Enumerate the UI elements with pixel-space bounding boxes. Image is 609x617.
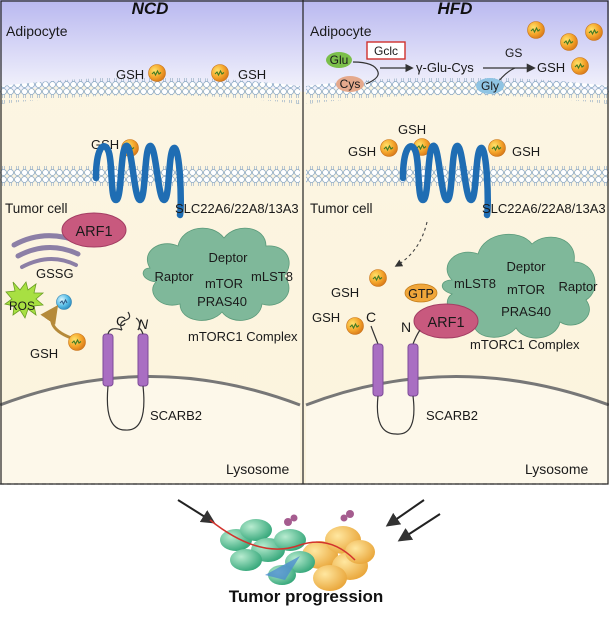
- gsh-sphere-icon: [368, 268, 388, 288]
- ros-burst-icon: [4, 281, 45, 319]
- hfd-raptor-label: Raptor: [558, 279, 598, 294]
- cys-pill: [336, 76, 364, 92]
- hfd-pras40-label: PRAS40: [501, 304, 551, 319]
- slc-transporter-hfd: [399, 142, 491, 219]
- gly-pill: [476, 78, 504, 94]
- scarb2-tail-c: [120, 311, 131, 331]
- ncd-scarb2-label: SCARB2: [150, 408, 202, 423]
- gssg-sphere-icon: [56, 294, 72, 310]
- hfd-scarb2-label: SCARB2: [426, 408, 478, 423]
- gsh-sphere-icon: [584, 22, 604, 42]
- hfd-gly-label: Gly: [481, 79, 499, 93]
- ncd-mlst8-label: mLST8: [251, 269, 293, 284]
- gsh-sphere-icon: [67, 332, 87, 352]
- hfd-tumor-cell-label: Tumor cell: [310, 201, 373, 216]
- hfd-gsh-label-1: GSH: [537, 60, 565, 75]
- gsh-sphere-icon: [526, 20, 546, 40]
- arrow-icon: [397, 513, 441, 542]
- slc-transporter-ncd: [92, 142, 184, 219]
- arrow-icon: [394, 221, 428, 267]
- arrow-icon: [385, 499, 425, 527]
- lysosome-area-hfd: [306, 376, 609, 484]
- tumor-cluster-icon: [209, 510, 375, 591]
- tumor-progression-label: Tumor progression: [229, 587, 384, 606]
- ncd-raptor-label: Raptor: [154, 269, 194, 284]
- hfd-gsh-label-5: GSH: [331, 285, 359, 300]
- hfd-cys-label: Cys: [340, 77, 361, 91]
- hfd-lysosome-label: Lysosome: [525, 461, 589, 477]
- hfd-c-terminal-label: C: [366, 309, 376, 325]
- hfd-gsh-label-3: GSH: [348, 144, 376, 159]
- hfd-gtp-label: GTP: [408, 287, 434, 301]
- ncd-deptor-label: Deptor: [208, 250, 248, 265]
- hfd-mtorc1-complex-label: mTORC1 Complex: [470, 337, 580, 352]
- gsh-sphere-icon: [570, 56, 590, 76]
- gsh-sphere-icon: [210, 63, 230, 83]
- gsh-sphere-icon: [379, 138, 399, 158]
- hfd-gsh-label-4: GSH: [512, 144, 540, 159]
- lysosome-membrane-ncd: [0, 375, 301, 407]
- scarb2-helix-1-ncd: [102, 333, 114, 387]
- gsh-sphere-icon: [559, 32, 579, 52]
- ncd-gsh-label-4: GSH: [30, 346, 58, 361]
- ncd-lysosome-label: Lysosome: [226, 461, 290, 477]
- ncd-mtor-label: mTOR: [205, 276, 243, 291]
- adipocyte-membrane-hfd: [306, 77, 609, 104]
- hfd-deptor-label: Deptor: [506, 259, 546, 274]
- gclc-box: [366, 41, 406, 60]
- ncd-arf1-label: ARF1: [75, 224, 112, 240]
- scarb2-helix-2-hfd: [407, 343, 419, 397]
- hfd-n-terminal-label: N: [401, 319, 411, 335]
- hfd-gclc-label: Gclc: [374, 44, 398, 58]
- adipocyte-membrane-ncd: [0, 77, 300, 104]
- ncd-tumor-cell-label: Tumor cell: [5, 201, 68, 216]
- ncd-c-terminal-label: C: [116, 313, 126, 329]
- ncd-mtorc1-complex-label: mTORC1 Complex: [188, 329, 298, 344]
- ncd-ros-label: ROS: [9, 299, 35, 313]
- ncd-gssg-label: GSSG: [36, 266, 74, 281]
- tumor-membrane-ncd: [0, 166, 300, 188]
- tumor-membrane-hfd: [306, 166, 609, 188]
- hfd-adipocyte-label: Adipocyte: [310, 23, 372, 39]
- lysosome-membrane-hfd: [305, 375, 609, 407]
- hfd-gsh-label-6: GSH: [312, 310, 340, 325]
- ncd-gsh-label-2: GSH: [238, 67, 266, 82]
- gsh-sphere-icon: [345, 316, 365, 336]
- gsh-sphere-icon: [487, 138, 507, 158]
- scarb2-helix-2-ncd: [137, 333, 149, 387]
- ncd-pras40-label: PRAS40: [197, 294, 247, 309]
- ncd-n-terminal-label: N: [138, 316, 149, 332]
- glu-pill: [326, 52, 352, 68]
- scarb2-helix-1-hfd: [372, 343, 384, 397]
- ncd-title: NCD: [132, 0, 169, 18]
- gsh-sphere-icon: [147, 63, 167, 83]
- hfd-gs-label: GS: [505, 46, 522, 60]
- mtorc1-complex-ncd: [142, 227, 290, 321]
- hfd-glu-label: Glu: [330, 53, 349, 67]
- hfd-mtor-label: mTOR: [507, 282, 545, 297]
- hfd-mlst8-label: mLST8: [454, 276, 496, 291]
- hfd-arf1-label: ARF1: [427, 315, 464, 331]
- hfd-gamma-glu-cys-label: γ-Glu-Cys: [416, 60, 474, 75]
- scarb2-tail-c-hfd: [370, 325, 379, 345]
- hfd-transporter-label: SLC22A6/22A8/13A3: [482, 201, 606, 216]
- scarb2-loop-ncd: [106, 385, 145, 431]
- hfd-gsh-label-2: GSH: [398, 122, 426, 137]
- gtp-pill: [404, 283, 438, 303]
- arf1-ncd: [61, 212, 127, 248]
- arrow-icon: [177, 499, 216, 524]
- ncd-transporter-label: SLC22A6/22A8/13A3: [175, 201, 299, 216]
- ncd-adipocyte-label: Adipocyte: [6, 23, 68, 39]
- hfd-title: HFD: [438, 0, 473, 18]
- arrow-icon: [40, 305, 75, 341]
- scarb2-loop-hfd: [376, 395, 415, 435]
- arf1-hfd: [413, 303, 479, 339]
- ncd-gsh-label-1: GSH: [116, 67, 144, 82]
- lysosome-area-ncd: [0, 376, 300, 484]
- scarb2-tail-n-hfd: [412, 329, 421, 345]
